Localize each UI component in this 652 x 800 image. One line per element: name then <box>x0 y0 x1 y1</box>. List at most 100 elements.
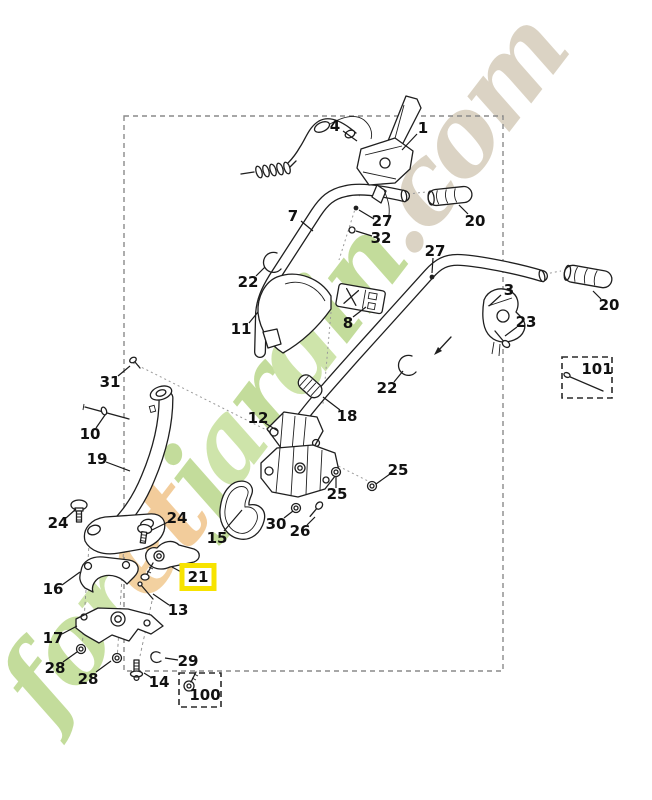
bolt-14 <box>129 659 144 682</box>
warning-sticker <box>335 283 386 315</box>
part-leader-line <box>300 220 314 232</box>
nut-27b <box>429 274 435 280</box>
part-label-21[interactable]: 21 <box>188 568 209 586</box>
part-label-28[interactable]: 28 <box>45 659 66 677</box>
part-leader-line <box>65 508 77 519</box>
c-clip-left <box>262 251 282 273</box>
part-leader-line <box>61 625 78 635</box>
diagram-frame <box>123 115 504 672</box>
lever-cam <box>140 540 200 581</box>
part-label-23[interactable]: 23 <box>516 313 537 331</box>
part-label-14[interactable]: 14 <box>149 673 170 691</box>
part-leader-line <box>255 266 266 277</box>
part-label-20[interactable]: 20 <box>599 296 620 314</box>
clamp-bracket <box>79 556 139 593</box>
part-label-4[interactable]: 4 <box>330 117 340 135</box>
part-label-29[interactable]: 29 <box>178 652 199 670</box>
gasket <box>219 480 266 540</box>
part-label-11[interactable]: 11 <box>231 320 252 338</box>
part-leader-line <box>143 672 153 679</box>
part-leader-line <box>488 294 502 307</box>
part-leader-line <box>342 130 358 142</box>
part-leader-line <box>322 396 341 411</box>
part-label-32[interactable]: 32 <box>371 229 392 247</box>
part-label-12[interactable]: 12 <box>248 409 269 427</box>
spring-clip <box>297 374 323 399</box>
part-label-20[interactable]: 20 <box>465 212 486 230</box>
reference-boxes <box>178 356 613 708</box>
part-leader-line <box>117 365 131 377</box>
part-leader-line <box>152 593 170 606</box>
part-label-100[interactable]: 100 <box>189 686 220 704</box>
pin-101 <box>563 371 604 392</box>
grip-left <box>427 185 473 207</box>
screw-26 <box>309 501 324 517</box>
part-leader-line <box>62 651 78 663</box>
nut-25-left <box>330 466 342 478</box>
part-leader-line <box>431 257 434 274</box>
part-leader-line <box>61 571 81 586</box>
throttle-cable <box>240 116 373 179</box>
part-leader-line <box>95 414 106 429</box>
part-label-26[interactable]: 26 <box>290 522 311 540</box>
part-label-1[interactable]: 1 <box>418 119 428 137</box>
screw-31 <box>129 356 141 369</box>
part-label-25[interactable]: 25 <box>388 461 409 479</box>
ref-box-101 <box>561 356 613 399</box>
part-leader-line <box>352 306 367 318</box>
cable-spring-coil <box>240 160 297 179</box>
nut-28-left <box>75 643 87 655</box>
c-clip-right <box>397 354 417 376</box>
part-label-24[interactable]: 24 <box>48 514 69 532</box>
part-label-22[interactable]: 22 <box>238 273 259 291</box>
part-leader-line <box>248 311 259 324</box>
part-leader-line <box>105 461 131 472</box>
nut-27a <box>353 205 359 211</box>
part-label-27[interactable]: 27 <box>425 242 446 260</box>
part-label-15[interactable]: 15 <box>207 529 228 547</box>
tie-rod <box>82 403 130 420</box>
part-leader-line <box>504 326 518 337</box>
part-leader-line <box>458 204 469 215</box>
right-handlebar-tube <box>293 253 548 428</box>
gearbox-housing <box>260 411 340 498</box>
assembly-arrow <box>434 336 452 355</box>
part-leader-line <box>151 521 169 531</box>
part-label-31[interactable]: 31 <box>100 373 121 391</box>
part-leader-line <box>592 290 602 300</box>
lower-column-tube <box>110 385 174 533</box>
part-label-25[interactable]: 25 <box>327 485 348 503</box>
bolt-100 <box>183 671 199 692</box>
part-leader-line <box>401 133 418 151</box>
screw-24-right <box>137 523 153 544</box>
part-label-17[interactable]: 17 <box>43 629 64 647</box>
part-leader-line <box>264 422 279 432</box>
part-label-13[interactable]: 13 <box>168 601 189 619</box>
nut-30 <box>290 502 302 514</box>
part-label-22[interactable]: 22 <box>377 379 398 397</box>
part-label-10[interactable]: 10 <box>80 425 101 443</box>
part-label-19[interactable]: 19 <box>87 450 108 468</box>
part-label-24[interactable]: 24 <box>167 509 188 527</box>
part-label-28[interactable]: 28 <box>78 670 99 688</box>
part-leader-line <box>358 209 375 220</box>
part-leader-line <box>223 509 243 532</box>
part-leader-line <box>306 516 316 526</box>
part-leader-line <box>375 473 391 485</box>
console-cover <box>257 273 332 354</box>
part-label-101[interactable]: 101 <box>581 360 612 378</box>
part-label-16[interactable]: 16 <box>43 580 64 598</box>
part-label-7[interactable]: 7 <box>288 207 298 225</box>
part-label-8[interactable]: 8 <box>343 314 353 332</box>
mounting-plate <box>75 607 164 644</box>
washer-32 <box>348 226 356 234</box>
part-leader-line <box>393 370 404 383</box>
part-label-18[interactable]: 18 <box>337 407 358 425</box>
grip-right <box>563 264 613 289</box>
part-label-3[interactable]: 3 <box>504 281 514 299</box>
clip-29 <box>150 651 162 664</box>
part-label-30[interactable]: 30 <box>266 515 287 533</box>
part-label-27[interactable]: 27 <box>372 212 393 230</box>
part-leader-line <box>95 660 112 673</box>
